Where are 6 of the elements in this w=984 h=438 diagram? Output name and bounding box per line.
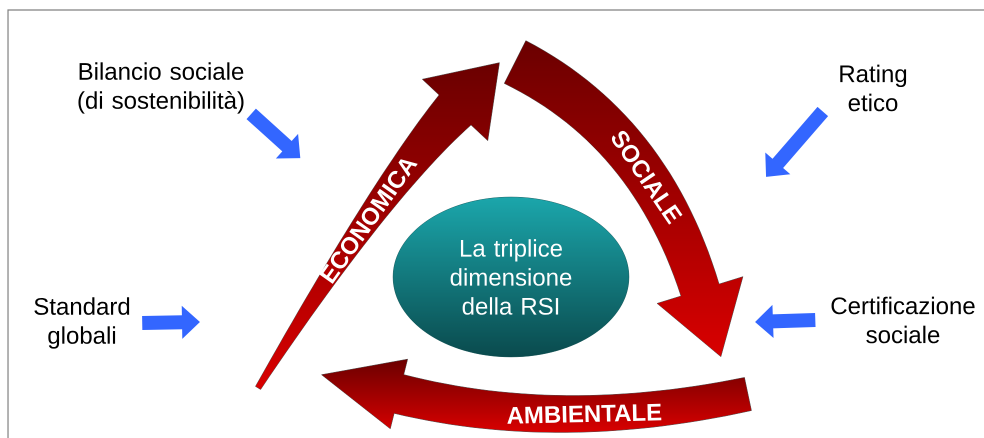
text-label: Bilancio sociale (di sostenibilità)	[78, 62, 244, 114]
block-arrow	[765, 106, 828, 177]
text-label: Rating etico	[840, 64, 906, 112]
text-label: Certificazione sociale	[832, 296, 975, 344]
block-arrow	[246, 108, 300, 158]
text-label: Standard globali	[34, 297, 130, 349]
